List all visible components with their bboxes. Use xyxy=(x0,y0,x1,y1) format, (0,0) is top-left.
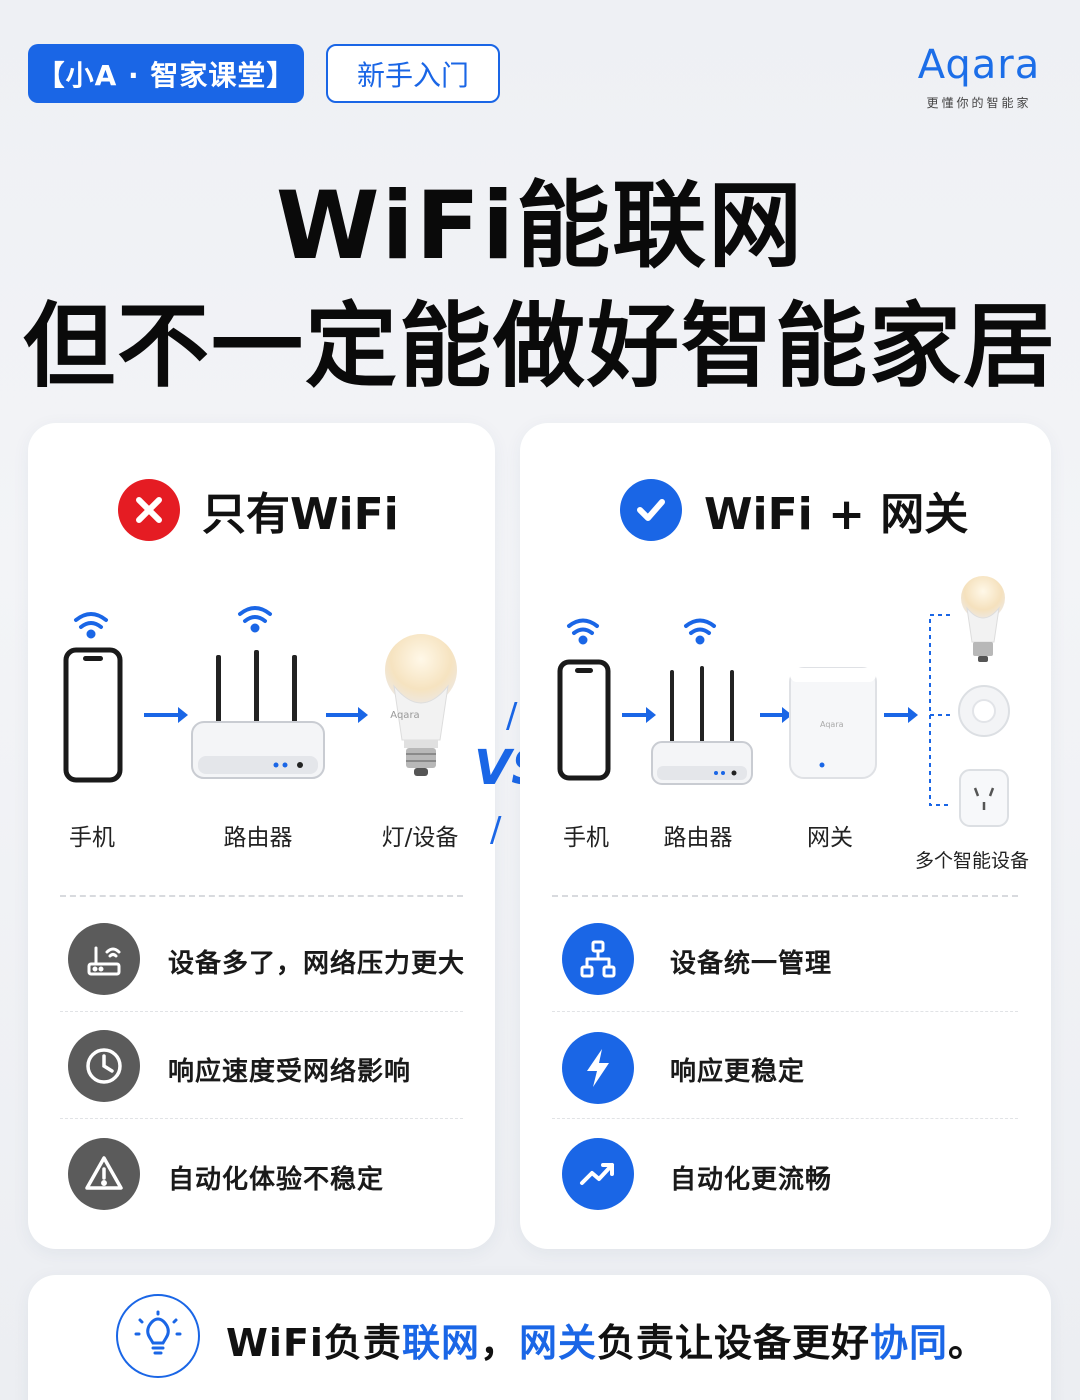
phone-wifi-icon xyxy=(74,612,108,639)
multi-device-label: 多个智能设备 xyxy=(914,850,1029,872)
headline-line-1: WiFi能联网 xyxy=(275,172,805,281)
divider xyxy=(60,1011,463,1012)
feature-network-pressure: 设备多了，网络压力更大 xyxy=(168,949,466,979)
divider xyxy=(552,1118,1018,1119)
lightning-icon xyxy=(562,1032,634,1104)
brand-logo: Aqara xyxy=(917,42,1041,88)
motion-sensor-icon xyxy=(958,685,1010,737)
device-label-phone: 手机 xyxy=(563,825,609,851)
hub-brand-text: Aqara xyxy=(820,720,844,729)
router-icon xyxy=(191,650,325,779)
divider xyxy=(552,1011,1018,1012)
phone-wifi-icon xyxy=(567,618,599,645)
small-bulb-icon xyxy=(961,576,1005,662)
warning-icon xyxy=(68,1138,140,1210)
wifi-gateway-diagram xyxy=(557,576,1010,827)
wifi-only-heading: 只有WiFi xyxy=(118,478,399,542)
device-label-router: 路由器 xyxy=(663,825,733,851)
wifi-gateway-card xyxy=(520,423,1051,1249)
device-label-light: 灯/设备 xyxy=(381,825,459,851)
wifi-only-title: 只有WiFi xyxy=(202,489,399,540)
summary-part: 负责让设备更好 xyxy=(596,1321,870,1365)
router-wifi-icon xyxy=(684,618,716,645)
vs-slash-bottom: / xyxy=(490,810,502,850)
arrow-right-icon xyxy=(326,707,368,723)
router-wifi-icon xyxy=(238,606,272,633)
router-icon xyxy=(651,666,753,785)
clock-icon xyxy=(68,1030,140,1102)
router-signal-icon xyxy=(68,923,140,995)
arrow-right-icon xyxy=(144,707,188,723)
device-label-gateway: 网关 xyxy=(807,825,853,851)
divider xyxy=(60,895,463,897)
arrow-right-icon xyxy=(884,707,918,723)
bulb-brand-text: Aqara xyxy=(390,710,420,721)
idea-bulb-icon xyxy=(116,1294,200,1378)
feature-unified-management: 设备统一管理 xyxy=(670,949,833,979)
wifi-only-diagram xyxy=(63,606,457,783)
phone-icon xyxy=(63,647,123,783)
course-tag: 【小A · 智家课堂】 xyxy=(28,44,304,103)
divider xyxy=(60,1118,463,1119)
headline-line-2: 但不一定能做好智能家居 xyxy=(22,293,1057,400)
smart-plug-icon xyxy=(959,769,1009,827)
summary-highlight: 网关 xyxy=(518,1321,597,1365)
vs-slash-top: / xyxy=(506,696,518,736)
wifi-gateway-title: WiFi + 网关 xyxy=(704,489,969,540)
feature-stable-response: 响应更稳定 xyxy=(670,1057,806,1087)
beginner-tag: 新手入门 xyxy=(326,44,500,103)
feature-smooth-automation: 自动化更流畅 xyxy=(670,1165,833,1195)
summary-part: 。 xyxy=(948,1321,988,1365)
arrow-right-icon xyxy=(622,707,656,723)
divider xyxy=(552,895,1018,897)
feature-automation-unstable: 自动化体验不稳定 xyxy=(168,1165,385,1195)
gateway-hub-icon xyxy=(789,667,877,779)
arrow-right-icon xyxy=(760,707,792,723)
device-label-phone: 手机 xyxy=(69,825,115,851)
summary-highlight: 协同 xyxy=(870,1321,949,1365)
check-icon xyxy=(620,479,682,541)
wifi-gateway-heading: WiFi + 网关 xyxy=(620,478,968,542)
hierarchy-icon xyxy=(562,923,634,995)
cross-icon xyxy=(118,479,180,541)
summary-text: WiFi负责联网，网关负责让设备更好协同。 xyxy=(226,1312,987,1367)
feature-response-speed: 响应速度受网络影响 xyxy=(168,1057,412,1087)
summary-part: WiFi负责 xyxy=(226,1321,402,1365)
light-bulb-icon xyxy=(385,634,457,776)
device-bracket xyxy=(929,614,950,806)
summary-highlight: 联网 xyxy=(401,1321,480,1365)
summary-part: ， xyxy=(479,1321,519,1365)
phone-icon xyxy=(557,659,611,781)
brand-slogan: 更懂你的智能家 xyxy=(926,96,1032,110)
device-label-router: 路由器 xyxy=(223,825,293,851)
trend-up-icon xyxy=(562,1138,634,1210)
wifi-only-card xyxy=(28,423,495,1249)
